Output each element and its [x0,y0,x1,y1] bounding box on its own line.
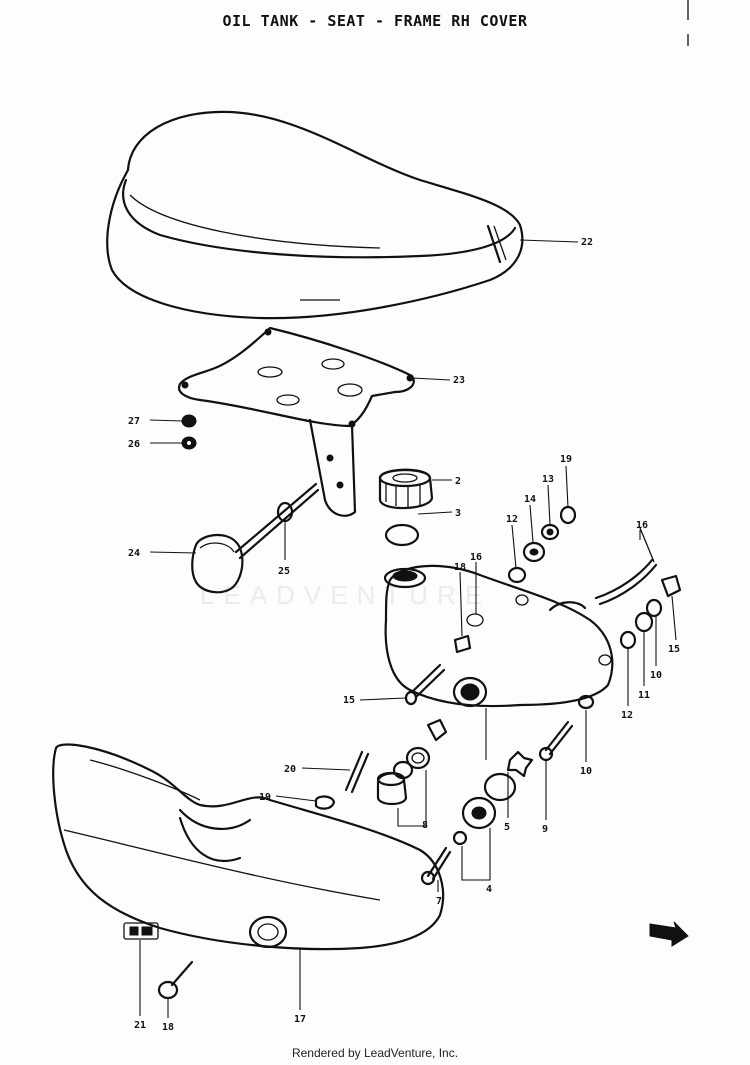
callout-18: 18 [454,562,466,573]
washer-stack-part [507,505,577,584]
breather-hose-part [594,527,658,606]
knob-bolt-part [191,482,320,594]
callout-15-bolt: 15 [343,695,355,706]
oil-tank-cap-part [378,468,434,510]
callout-19-lower: 19 [259,792,271,803]
callout-8: 8 [422,820,428,831]
cross-fitting-part [506,750,534,778]
callout-20: 20 [284,764,296,775]
callout-2: 2 [455,476,461,487]
callout-10-right: 10 [650,670,662,681]
callout-9: 9 [542,824,548,835]
callout-4: 4 [486,884,492,895]
watermark: LEADVENTURE [200,580,492,610]
frame-cover-part [52,743,445,951]
callout-15-right: 15 [668,644,680,655]
footer-credit: Rendered by LeadVenture, Inc. [291,1046,459,1060]
callout-11: 11 [638,690,650,701]
callout-18-lower: 18 [162,1022,174,1033]
callout-21: 21 [134,1020,146,1031]
callout-14: 14 [524,494,536,505]
callout-3: 3 [455,508,461,519]
gasket-part [384,523,420,547]
seat-bracket-part [177,326,415,517]
leader-lines [139,239,677,1018]
callout-23: 23 [453,375,465,386]
nut-part-27 [181,414,197,428]
long-bolt-part [404,663,446,706]
right-fittings-part [619,574,682,650]
oil-tank-part [383,564,614,708]
filter-cover-part [452,772,517,846]
callout-16-left: 16 [470,552,482,563]
callout-5: 5 [504,822,510,833]
callout-24: 24 [128,548,140,559]
callout-27: 27 [128,416,140,427]
front-arrow-icon [649,921,689,947]
callout-7: 7 [436,896,442,907]
callout-22: 22 [581,237,593,248]
screw-part-18 [157,960,194,1000]
callout-16-right: 16 [636,520,648,531]
page-title: OIL TANK - SEAT - FRAME RH COVER [222,12,528,30]
stud-part [314,750,370,810]
lower-washer-part [577,694,595,710]
nut-part-26 [181,436,197,450]
emblem-part [123,922,159,940]
bolt-part-9 [538,720,574,762]
callout-17: 17 [294,1014,306,1025]
callout-26: 26 [128,439,140,450]
callout-25: 25 [278,566,290,577]
drain-plug-part [376,718,448,806]
callout-13: 13 [542,474,554,485]
callout-19-upper: 19 [560,454,572,465]
callout-12-upper: 12 [506,514,518,525]
seat-part [106,110,524,320]
callout-10-lower: 10 [580,766,592,777]
callout-12-lower: 12 [621,710,633,721]
bolt-part-7 [420,846,452,886]
